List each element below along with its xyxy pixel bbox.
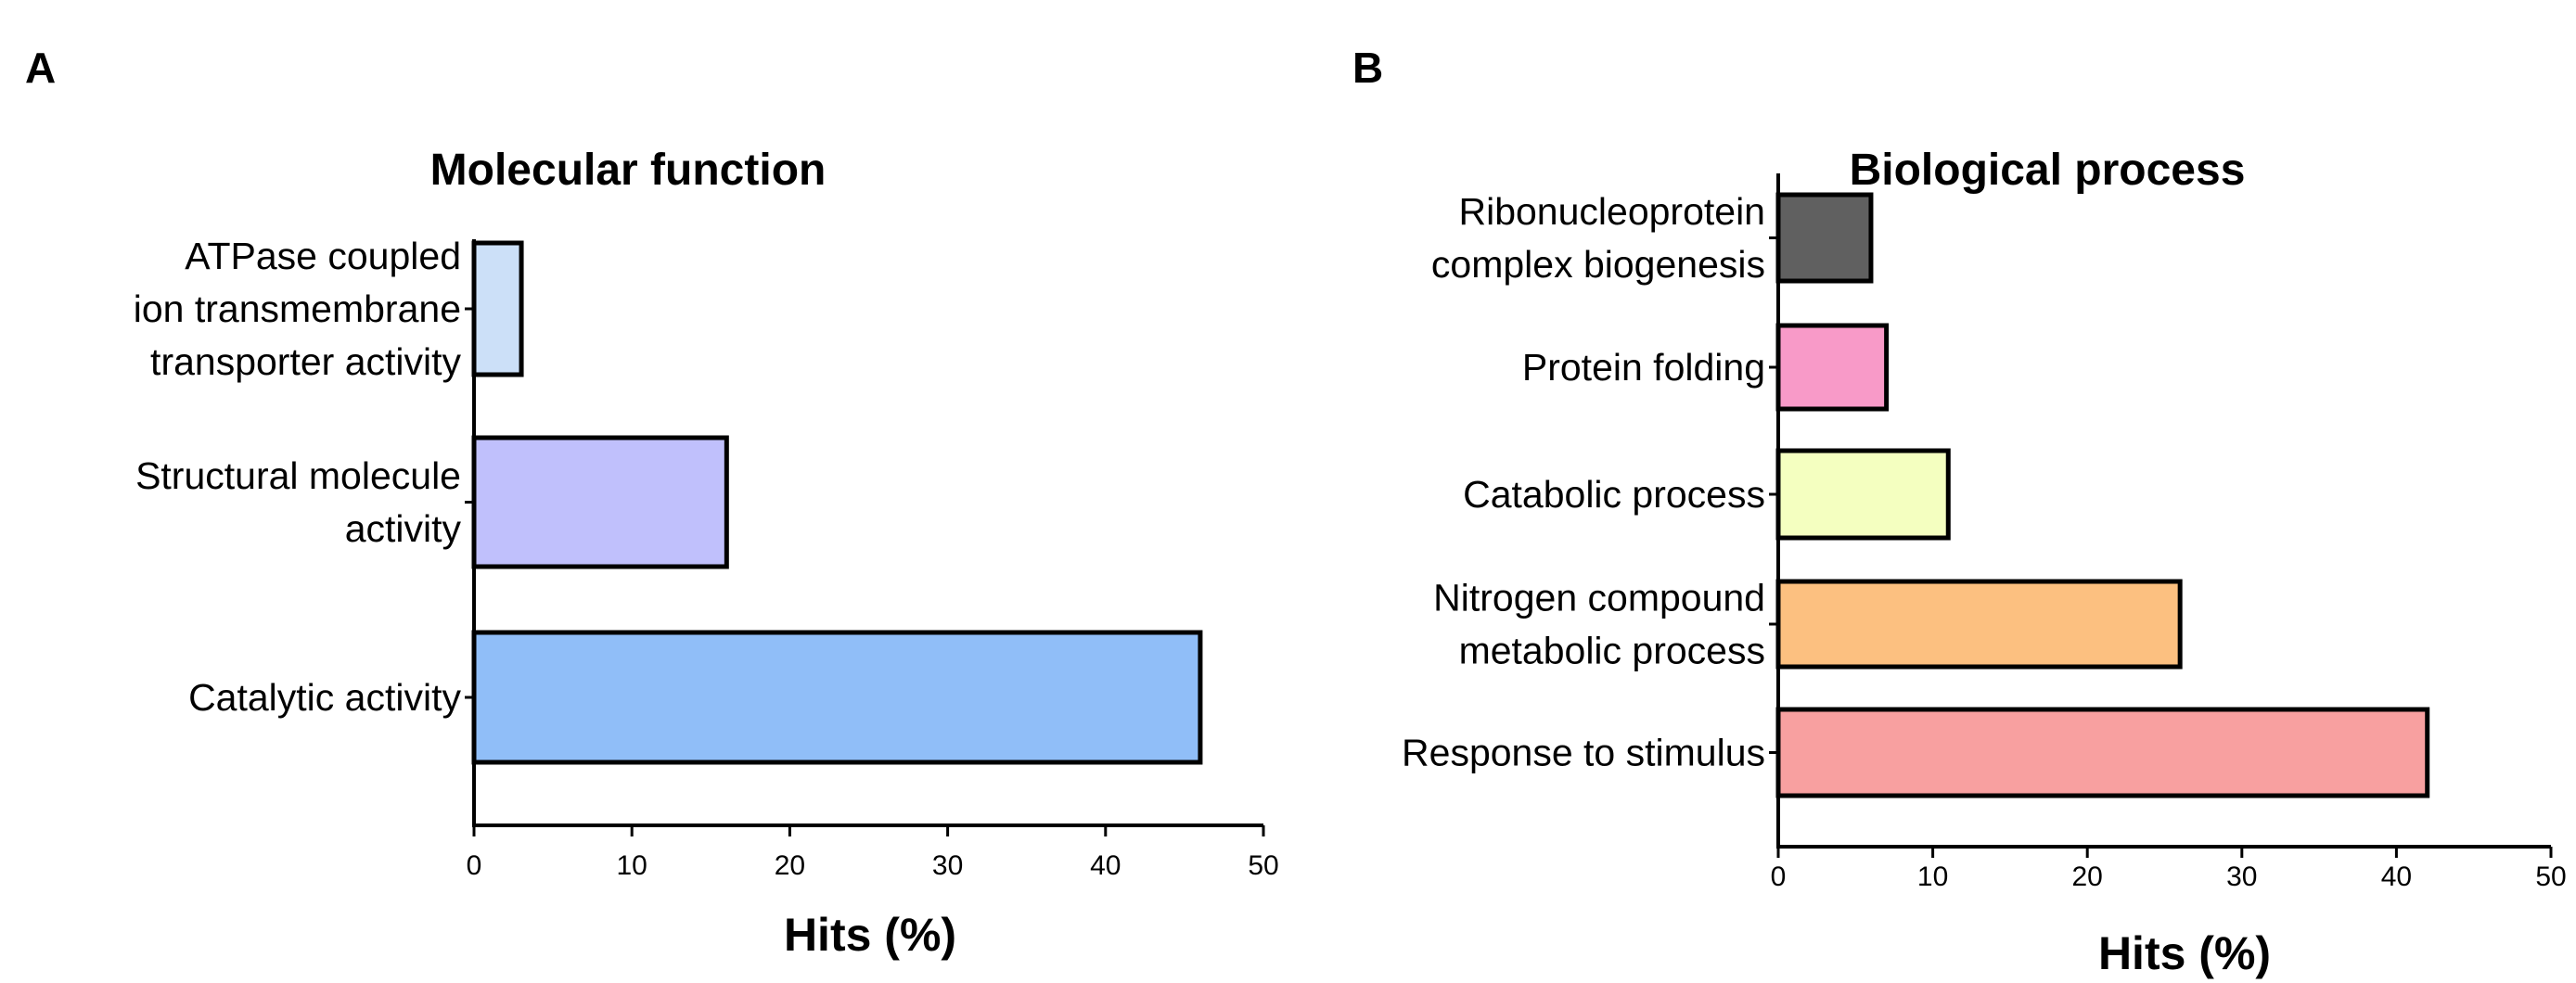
x-tick-label: 10 [1917, 862, 1948, 892]
x-tick-label: 50 [2535, 862, 2566, 892]
category-label: Catalytic activity [188, 676, 461, 719]
category-label: Catabolic process [1463, 473, 1765, 516]
bar [1775, 448, 1951, 541]
category-label-line: Ribonucleoprotein [1458, 190, 1765, 233]
category-label: Response to stimulus [1402, 732, 1765, 774]
category-label: Protein folding [1522, 346, 1765, 389]
bar [1775, 707, 2430, 798]
x-tick-label: 40 [1090, 850, 1121, 881]
chart-title: Biological process [1850, 146, 2246, 195]
chart-title: Molecular function [430, 146, 827, 195]
category-label-line: transporter activity [150, 340, 461, 383]
bar [471, 435, 729, 569]
x-tick-label: 30 [2226, 862, 2257, 892]
panel-label: B [1352, 44, 1383, 92]
x-tick-label: 50 [1248, 850, 1278, 881]
x-tick-label: 30 [932, 850, 963, 881]
category-label: ATPase coupled ion transmembrane transport… [134, 235, 462, 383]
x-tick-label: 0 [1771, 862, 1787, 892]
category-label-line: complex biogenesis [1431, 243, 1765, 286]
category-label: Ribonucleoprotein complex biogenesis [1431, 190, 1765, 286]
x-tick-label: 20 [775, 850, 805, 881]
category-label-line: ion transmembrane [134, 287, 461, 330]
panel-label: A [25, 44, 56, 92]
category-label: Nitrogen compound metabolic process [1433, 577, 1765, 672]
category-label-line: Catabolic process [1463, 473, 1765, 516]
category-label: Structural molecule activity [135, 454, 461, 550]
bar [471, 240, 524, 377]
x-tick-label: 20 [2072, 862, 2103, 892]
category-label-line: Catalytic activity [188, 676, 461, 719]
category-label-line: metabolic process [1459, 630, 1765, 672]
category-label-line: ATPase coupled [185, 235, 461, 277]
x-axis-label: Hits (%) [2098, 927, 2271, 979]
x-tick-label: 0 [467, 850, 482, 881]
bar [1775, 323, 1890, 412]
x-tick-label: 10 [617, 850, 647, 881]
bar [1775, 192, 1874, 284]
category-label-line: Nitrogen compound [1433, 577, 1765, 619]
x-axis-label: Hits (%) [784, 909, 956, 961]
category-label-line: Structural molecule [135, 454, 461, 497]
bar [471, 630, 1203, 765]
category-label-line: Protein folding [1522, 346, 1765, 389]
category-label-line: activity [345, 507, 462, 550]
x-tick-label: 40 [2381, 862, 2412, 892]
category-label-line: Response to stimulus [1402, 732, 1765, 774]
bar [1775, 579, 2183, 670]
